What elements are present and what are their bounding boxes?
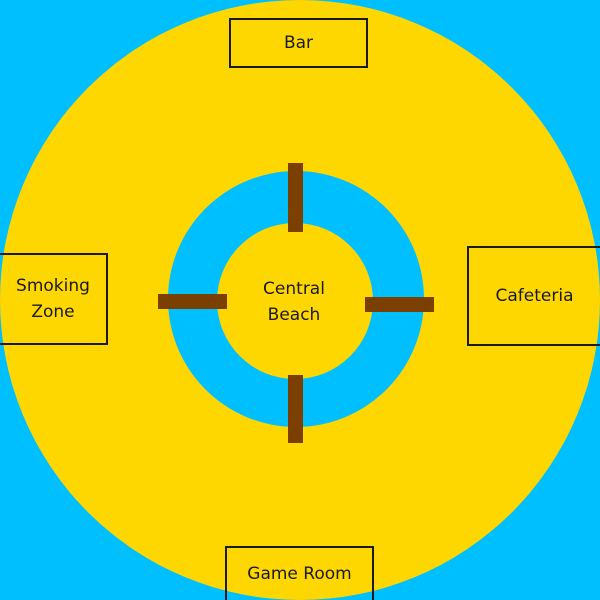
central-beach-line2: Beach (267, 305, 321, 325)
north-pier (288, 163, 303, 232)
west-pier (158, 294, 227, 309)
bar-zone[interactable]: Bar (229, 18, 368, 68)
game-room-zone[interactable]: Game Room (225, 546, 374, 600)
south-pier (288, 375, 303, 443)
east-pier (365, 297, 434, 312)
central-beach-island (217, 223, 373, 379)
bar-label: Bar (283, 33, 314, 53)
game-room-label: Game Room (247, 564, 352, 584)
smoking-zone[interactable]: Smoking Zone (0, 253, 108, 345)
cafeteria-label: Cafeteria (495, 286, 574, 306)
cafeteria-zone[interactable]: Cafeteria (467, 246, 600, 346)
central-beach-label[interactable]: Central Beach (230, 275, 358, 329)
smoking-zone-label: Smoking Zone (16, 276, 90, 322)
central-beach-line1: Central (263, 279, 325, 299)
